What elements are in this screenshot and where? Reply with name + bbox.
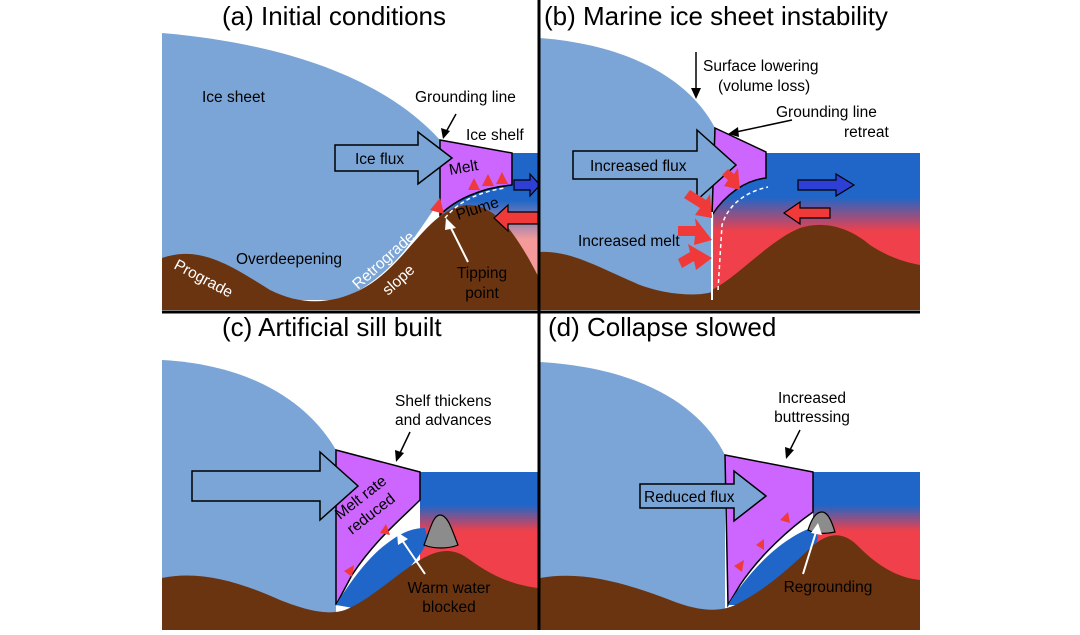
blocked-water-d — [728, 528, 818, 605]
grounding-line-arrowhead-icon — [441, 128, 450, 139]
melt-arrow-icon — [380, 524, 390, 535]
melt-arrow-icon — [722, 168, 740, 190]
outflow-arrow-icon — [797, 172, 856, 198]
melt-arrow-icon — [678, 244, 712, 270]
panel-c: (c) Artificial sill built Shelf thickens… — [162, 312, 538, 630]
increased-melt-label: Increased melt — [578, 233, 680, 250]
panel-b-title: (b) Marine ice sheet instability — [544, 1, 888, 31]
melt-arrow-icon — [482, 174, 494, 186]
warm-inflow-arrow-icon — [782, 200, 831, 226]
overdeepening-label: Overdeepening — [236, 251, 342, 268]
melt-arrow-icon — [496, 172, 508, 184]
ice-shelf-label: Ice shelf — [466, 127, 524, 144]
panel-d: (d) Collapse slowed Increased buttressin… — [540, 312, 920, 630]
warm-inflow-arrow-icon — [493, 203, 538, 233]
melt-arrow-icon — [678, 218, 712, 245]
gl-retreat-arrowhead-icon — [728, 127, 739, 137]
warm-water-arrow — [401, 539, 426, 575]
bed-d — [540, 535, 920, 630]
volume-loss-label: (volume loss) — [718, 78, 810, 95]
increased-label: Increased — [778, 390, 846, 407]
regrounding-label: Regrounding — [784, 579, 873, 596]
shelf-thickens-arrowhead-icon — [395, 450, 404, 462]
melt-arrow-icon — [756, 539, 764, 550]
blocked-water-c — [336, 528, 428, 610]
bed-a — [162, 205, 538, 310]
blocked-label: blocked — [422, 599, 475, 616]
panel-b: (b) Marine ice sheet instability Surface… — [540, 1, 920, 310]
bed-b — [540, 224, 920, 310]
regrounding-arrowhead-icon — [811, 523, 822, 535]
point-label: point — [465, 285, 499, 302]
warm-water-arrowhead-icon — [397, 532, 408, 545]
panel-a-title: (a) Initial conditions — [222, 1, 446, 31]
regrounding-arrow — [802, 531, 817, 575]
shelf-thickens-arrow — [399, 431, 411, 454]
reduced-flux-arrow-d — [639, 469, 768, 523]
ice-flux-label: Ice flux — [355, 151, 404, 168]
outflow-arrow-icon — [513, 172, 538, 198]
melt-label: Melt — [448, 157, 480, 179]
reduced-flux-label: Reduced flux — [644, 489, 735, 506]
tipping-point-arrow — [449, 225, 469, 263]
melt-arrow-icon — [468, 178, 480, 190]
gl-retreat-label: Grounding line — [776, 104, 877, 121]
ice-flux-arrow-a — [334, 130, 454, 186]
and-advances-label: and advances — [395, 412, 492, 429]
melt-arrow-icon — [344, 565, 354, 577]
sill-c — [423, 514, 459, 549]
grounding-line-arrow — [445, 113, 457, 133]
buttressing-label: buttressing — [774, 409, 850, 426]
panel-c-title: (c) Artificial sill built — [222, 312, 442, 342]
melt-arrow-icon — [430, 198, 444, 214]
increased-flux-arrow-b — [572, 128, 738, 202]
plume-line-b — [717, 186, 769, 291]
panel-a: (a) Initial conditions Ice sheet Groundi… — [162, 1, 538, 310]
panel-d-title: (d) Collapse slowed — [548, 312, 776, 342]
melt-arrow-icon — [780, 512, 790, 523]
flux-arrow-c — [191, 450, 360, 522]
shelf-thickens-label: Shelf thickens — [395, 393, 492, 410]
gl-retreat-arrow — [735, 119, 793, 133]
retreat-label: retreat — [844, 124, 889, 141]
ice-sheet-d — [540, 362, 725, 615]
tipping-point-arrowhead-icon — [445, 218, 456, 230]
buttressing-arrowhead-icon — [785, 447, 794, 459]
tipping-label: Tipping — [457, 265, 507, 282]
ice-sheet-a — [162, 33, 440, 300]
grounding-line-label: Grounding line — [415, 89, 516, 106]
buttressing-arrow — [789, 429, 801, 451]
warm-water-label: Warm water — [408, 580, 491, 597]
surface-lowering-label: Surface lowering — [703, 58, 818, 75]
melt-arrow-icon — [734, 560, 744, 572]
bed-c — [162, 551, 538, 630]
ice-sheet-label: Ice sheet — [202, 89, 266, 106]
surface-lowering-arrowhead-icon — [691, 88, 701, 99]
melt-arrow-icon — [684, 190, 712, 218]
increased-flux-label: Increased flux — [590, 158, 687, 175]
